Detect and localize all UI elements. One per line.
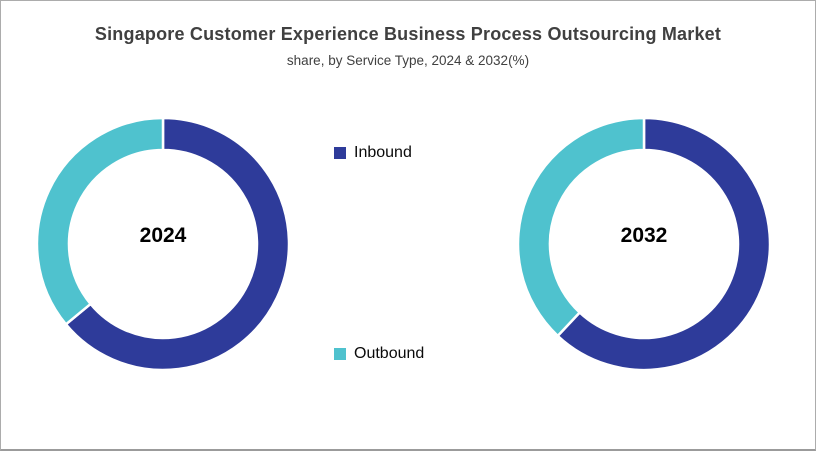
- legend-item-inbound: Inbound: [334, 144, 412, 162]
- chart-title: Singapore Customer Experience Business P…: [94, 24, 722, 44]
- outbound-color-swatch: [334, 348, 346, 360]
- donut-center-label-2032: 2032: [620, 224, 668, 247]
- donut-center-label-2024: 2024: [139, 224, 187, 247]
- donut-segment-inbound: [64, 116, 291, 372]
- donut-chart-2024: [35, 116, 291, 372]
- donut-segment-outbound: [516, 116, 646, 338]
- donut-segment-outbound: [35, 116, 165, 327]
- chart-subtitle: share, by Service Type, 2024 & 2032(%): [286, 53, 530, 68]
- donut-segment-inbound: [555, 116, 772, 372]
- legend-label-inbound: Inbound: [354, 144, 412, 161]
- legend-item-outbound: Outbound: [334, 345, 424, 363]
- donut-chart-2032: [516, 116, 772, 372]
- legend-label-outbound: Outbound: [354, 345, 425, 362]
- inbound-color-swatch: [334, 147, 346, 159]
